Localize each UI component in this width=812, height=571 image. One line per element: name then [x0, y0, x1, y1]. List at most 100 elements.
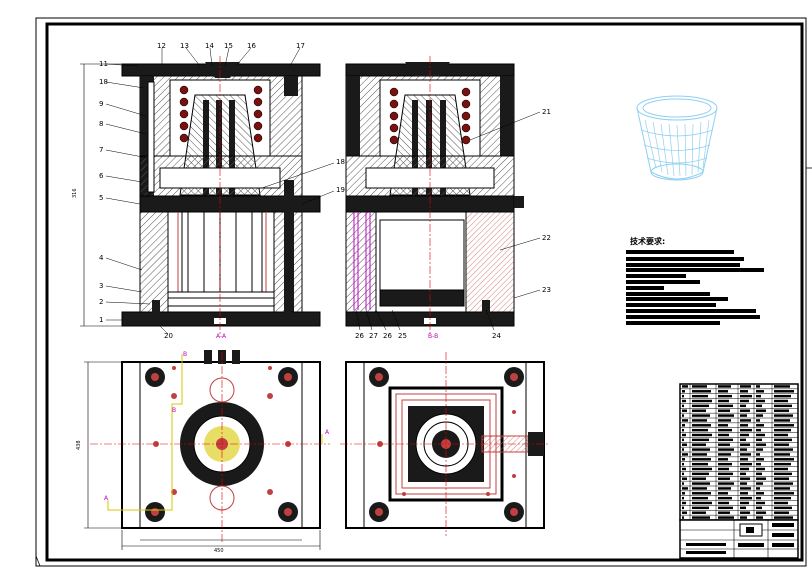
side-section-view [345, 56, 524, 336]
bom-cell [682, 472, 684, 476]
bom-cell [756, 433, 765, 437]
bom-cell [682, 458, 685, 461]
bom-cell [682, 414, 684, 417]
part-label: 22 [542, 234, 551, 242]
bom-cell [740, 477, 750, 480]
inner-frame [45, 22, 804, 562]
height-dimension [80, 63, 122, 327]
part-label: 11 [99, 60, 108, 68]
bom-cell [682, 453, 688, 456]
bom-cell [682, 399, 686, 403]
bom-cell [774, 462, 791, 466]
bom-cell [718, 428, 732, 432]
bom-cell [774, 404, 792, 408]
bom-cell [692, 409, 706, 412]
bom-cell [692, 516, 710, 519]
bom-cell [740, 516, 747, 519]
bom-cell [756, 472, 762, 476]
bom-cell [692, 433, 712, 437]
bom-cell [756, 482, 763, 485]
bom-cell [740, 394, 752, 398]
bom-cell [740, 438, 746, 442]
technical-notes: 技术要求: [626, 236, 764, 325]
bom-cell [718, 448, 734, 451]
bom-cell [756, 404, 762, 408]
bom-cell [756, 409, 766, 412]
bom-cell [682, 496, 684, 500]
bom-cell [718, 453, 731, 456]
view-marker: B [183, 351, 187, 358]
bom-cell [682, 385, 688, 388]
part-label: 26 [355, 332, 364, 340]
cup-icon [636, 95, 718, 181]
bom-cell [682, 443, 687, 446]
bom-cell [718, 419, 731, 422]
bom-cell [740, 482, 747, 485]
bom-cell [718, 438, 733, 442]
bom-cell [740, 443, 750, 446]
bom-cell [756, 496, 761, 500]
part-label: 4 [99, 254, 104, 262]
bom-cell [692, 472, 709, 476]
bom-cell [682, 394, 684, 398]
bom-cell [774, 433, 788, 437]
bom-cell [740, 433, 749, 437]
bom-cell [682, 467, 686, 471]
bom-cell [740, 496, 752, 500]
bom-cell [718, 477, 730, 480]
bom-cell [692, 390, 711, 393]
bom-cell [718, 394, 732, 398]
bom-cell [692, 404, 709, 408]
bom-cell [692, 424, 711, 427]
bom-cell [740, 385, 751, 388]
part-label: 27 [369, 332, 378, 340]
bom-cell [774, 516, 793, 519]
bom-cell [774, 496, 791, 500]
bom-cell [682, 424, 685, 427]
bom-cell [718, 511, 730, 514]
bom-cell [682, 428, 684, 432]
bom-cell [740, 458, 748, 461]
plan-height-dim: 438 [76, 440, 82, 450]
bom-cell [718, 414, 734, 417]
bom-cell [774, 501, 788, 505]
bom-cell [692, 487, 707, 490]
bom-cell [718, 516, 734, 519]
front-section-view [121, 56, 321, 336]
front-left-labels: 11 18 9 8 7 6 5 4 3 2 1 [99, 60, 151, 324]
bom-cell [718, 385, 731, 388]
bom-cell [692, 462, 708, 466]
bom-cell [718, 390, 728, 393]
bom-cell [774, 390, 794, 393]
title-block [679, 519, 799, 559]
notes-heading: 技术要求: [630, 236, 665, 246]
bom-cell [756, 487, 760, 490]
bom-cell [692, 453, 707, 456]
bom-cell [718, 467, 729, 471]
bom-cell [718, 462, 732, 466]
bom-cell [692, 501, 712, 505]
bom-cell [740, 424, 748, 427]
bom-cell [692, 385, 707, 388]
bom-cell [718, 496, 732, 500]
bom-cell [756, 390, 764, 393]
bom-cell [774, 385, 790, 388]
bom-cell [774, 458, 794, 461]
bom-cell [740, 390, 748, 393]
bom-cell [718, 487, 731, 490]
bom-cell [718, 472, 733, 476]
bom-cell [756, 399, 765, 403]
bom-cell [682, 438, 684, 442]
part-label: 7 [99, 146, 103, 154]
bom-cell [692, 458, 711, 461]
bom-cell [718, 458, 728, 461]
bom-cell [682, 506, 684, 510]
bom-cell [774, 487, 790, 490]
side-right-labels: 21 22 23 24 [469, 108, 551, 340]
bom-cell [756, 506, 762, 510]
part-label: 23 [542, 286, 551, 294]
bom-cell [692, 448, 710, 451]
part-label: 18 [336, 158, 345, 166]
bom-cell [718, 492, 728, 495]
